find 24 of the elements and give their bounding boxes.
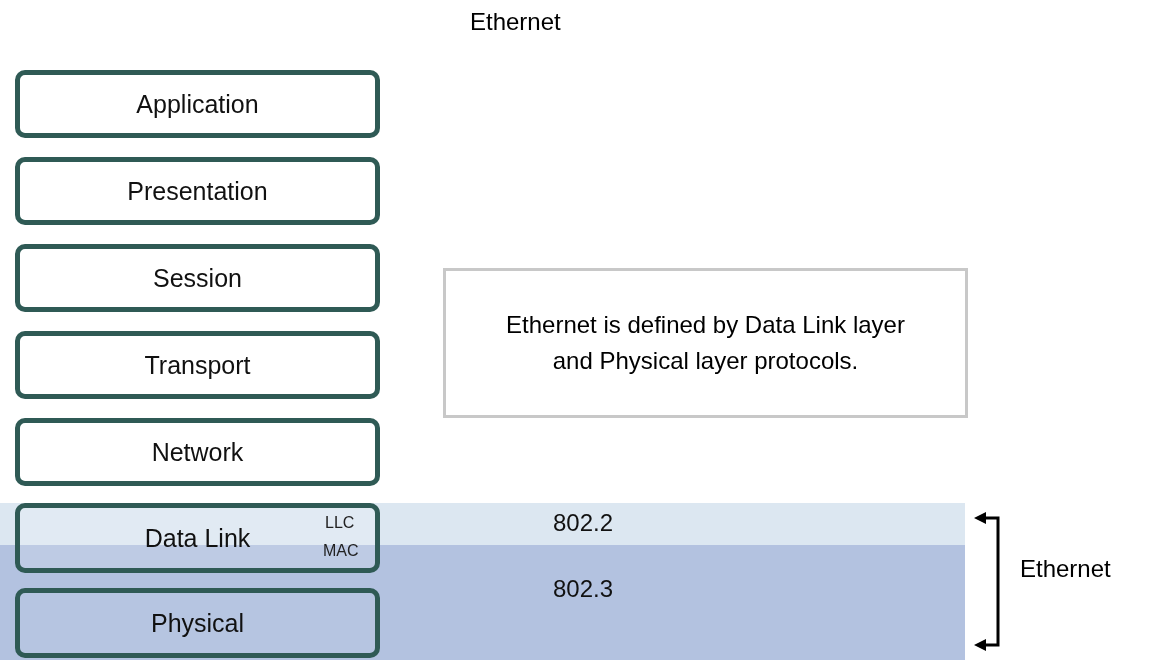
layer-name: Presentation [127,176,268,206]
layer-box [15,503,380,573]
layer-name: Network [151,437,244,467]
layer-box [15,588,380,658]
bracket-label: Ethernet [1020,555,1111,583]
note-text: Ethernet is defined by Data Link layer and Physical layer protocols. [505,310,906,376]
layer-box [15,70,380,138]
layer-box [15,418,380,486]
sublayer-label: LLC [325,514,355,532]
layer-name: Data Link [144,523,251,553]
layer-name: Transport [144,350,251,380]
layer-name: Session [153,263,242,293]
protocol-band [0,545,965,660]
note-box [443,268,968,418]
protocol-name: 802.2 [553,509,614,538]
layer-box [15,244,380,312]
layer-box [15,157,380,225]
layer-name: Physical [150,608,245,638]
protocol-name: 802.3 [553,575,614,604]
sublayer-label: MAC [323,542,359,560]
layer-box [15,331,380,399]
diagram-title: Ethernet [470,8,561,36]
protocol-band [0,503,965,545]
layer-name: Application [136,89,259,119]
